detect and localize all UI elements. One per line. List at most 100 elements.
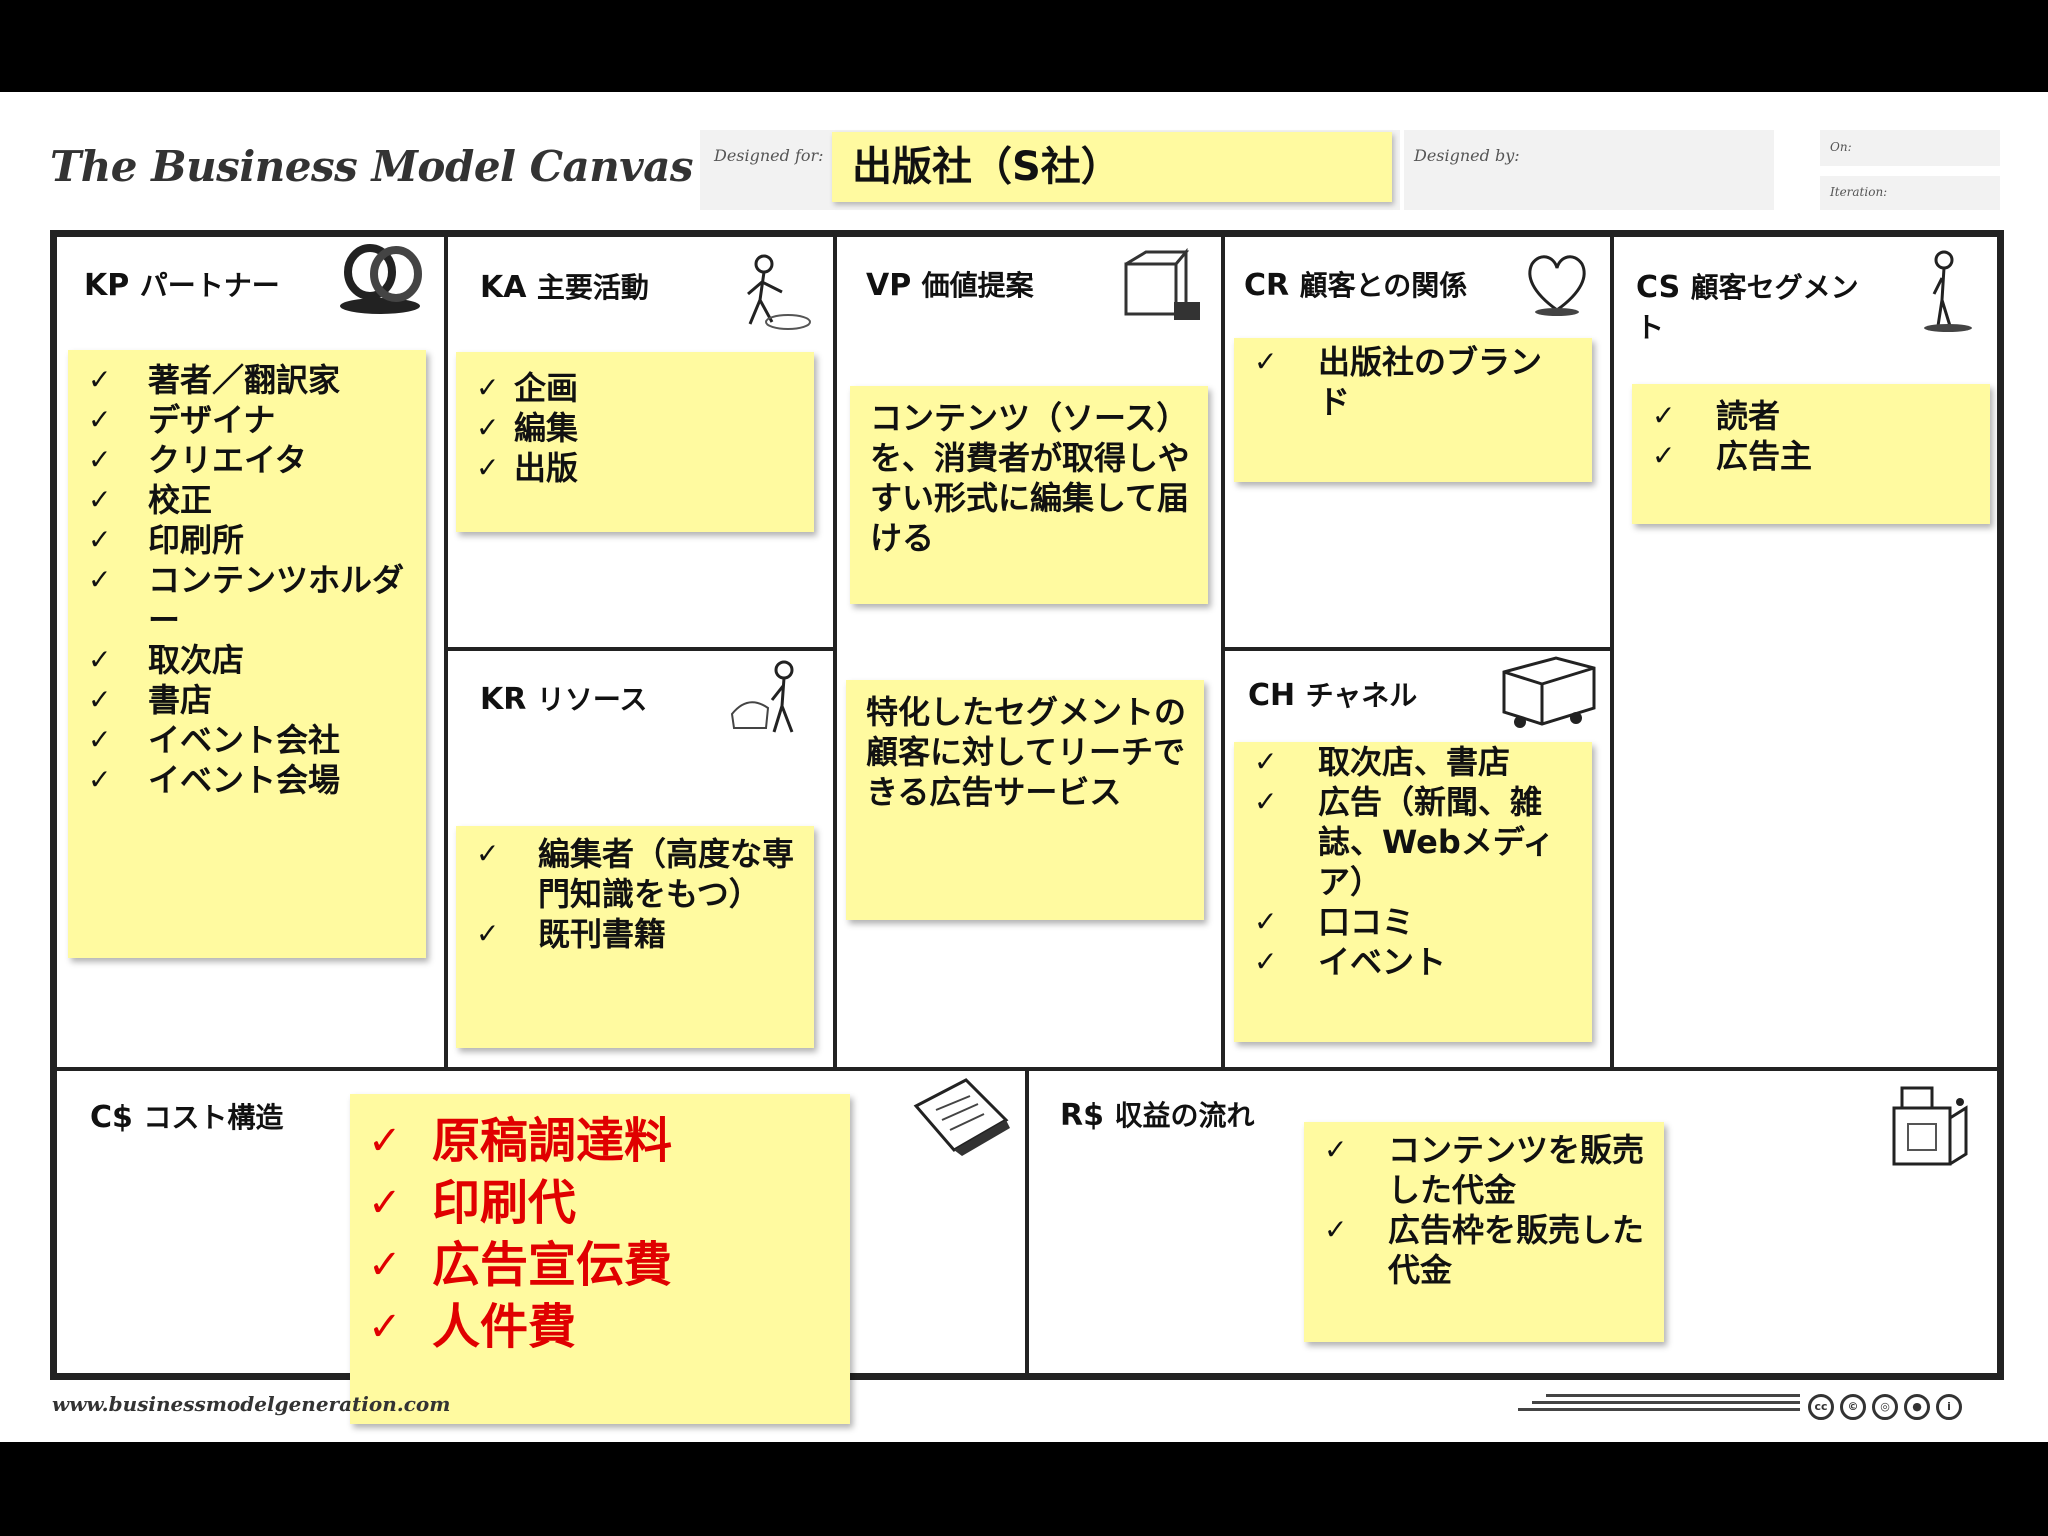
license-fineprint: [1518, 1394, 1800, 1415]
check-icon: ✓: [1324, 1133, 1348, 1166]
cs-title: CS 顧客セグメント: [1636, 268, 1876, 348]
check-icon: ✓: [88, 403, 112, 436]
check-icon: ✓: [1254, 945, 1278, 978]
kp-item: ✓印刷所: [88, 521, 245, 559]
check-icon: ✓: [368, 1118, 402, 1164]
ch-item: ✓イベント: [1254, 943, 1447, 981]
resource-worker-icon: [730, 660, 794, 733]
cash-register-icon: [1892, 1086, 1968, 1166]
check-icon: ✓: [1254, 905, 1278, 938]
gift-icon: [1124, 247, 1200, 320]
ka-list: ✓企画 ✓編集 ✓出版: [456, 368, 814, 488]
kr-title: KR リソース: [480, 678, 647, 718]
check-icon: ✓: [1652, 399, 1676, 432]
ka-item: ✓編集: [476, 409, 579, 447]
kr-note[interactable]: ✓編集者（高度な専門知識をもつ） ✓既刊書籍: [456, 826, 814, 1048]
ka-item: ✓出版: [476, 449, 579, 487]
heart-icon: [1528, 255, 1586, 316]
revenue-name: 収益の流れ: [1114, 1099, 1255, 1132]
check-icon: ✓: [1254, 345, 1278, 378]
cr-list: ✓出版社のブランド: [1234, 342, 1592, 422]
check-icon: ✓: [1254, 745, 1278, 778]
ch-item: ✓広告（新聞、雑誌、Webメディア）: [1254, 783, 1555, 901]
kr-list: ✓編集者（高度な専門知識をもつ） ✓既刊書籍: [456, 834, 814, 954]
cost-item: ✓人件費: [350, 1296, 850, 1358]
cr-item: ✓出版社のブランド: [1254, 343, 1543, 421]
cost-note[interactable]: ✓原稿調達料 ✓印刷代 ✓広告宣伝費 ✓人件費: [350, 1094, 850, 1424]
price-tag-icon: [913, 1078, 1010, 1156]
cr-note[interactable]: ✓出版社のブランド: [1234, 338, 1592, 482]
divider-vp-cr: [1221, 237, 1225, 1067]
vp-note-1-text: コンテンツ（ソース）を、消費者が取得しやすい形式に編集して届ける: [870, 399, 1190, 557]
vp-note-2[interactable]: 特化したセグメントの顧客に対してリーチできる広告サービス: [846, 680, 1204, 920]
date-box: [1820, 130, 2000, 166]
rings-icon: [340, 244, 422, 314]
ch-note[interactable]: ✓取次店、書店 ✓広告（新聞、雑誌、Webメディア） ✓口コミ ✓イベント: [1234, 742, 1592, 1042]
footer-url: www.businessmodelgeneration.com: [52, 1392, 451, 1416]
kr-code: KR: [480, 682, 527, 717]
ka-item: ✓企画: [476, 369, 579, 407]
kp-item: ✓書店: [88, 681, 213, 719]
kp-item: ✓イベント会場: [88, 761, 341, 799]
cs-item: ✓広告主: [1652, 437, 1813, 475]
license-icons: cc © ◎ ● i: [1808, 1394, 1962, 1420]
revenue-list: ✓コンテンツを販売した代金 ✓広告枠を販売した代金: [1304, 1130, 1664, 1290]
cs-name: 顧客セグメント: [1636, 271, 1859, 344]
cs-note[interactable]: ✓読者 ✓広告主: [1632, 384, 1990, 524]
check-icon: ✓: [88, 563, 112, 596]
divider-cost-revenue: [1025, 1069, 1029, 1373]
check-icon: ✓: [88, 643, 112, 676]
kp-item: ✓イベント会社: [88, 721, 341, 759]
noncommercial-icon: ●: [1904, 1394, 1930, 1420]
check-icon: ✓: [476, 837, 500, 870]
revenue-item: ✓コンテンツを販売した代金: [1324, 1131, 1645, 1209]
kp-note[interactable]: ✓著者／翻訳家 ✓デザイナ ✓クリエイタ ✓校正 ✓印刷所 ✓コンテンツホルダー…: [68, 350, 426, 958]
kp-title: KP パートナー: [84, 264, 280, 304]
vp-note-2-text: 特化したセグメントの顧客に対してリーチできる広告サービス: [866, 693, 1187, 811]
check-icon: ✓: [476, 917, 500, 950]
cost-item: ✓原稿調達料: [350, 1110, 850, 1172]
kp-item: ✓校正: [88, 481, 213, 519]
check-icon: ✓: [88, 683, 112, 716]
ch-list: ✓取次店、書店 ✓広告（新聞、雑誌、Webメディア） ✓口コミ ✓イベント: [1234, 742, 1592, 982]
check-icon: ✓: [476, 411, 500, 444]
check-icon: ✓: [368, 1304, 402, 1350]
kp-list: ✓著者／翻訳家 ✓デザイナ ✓クリエイタ ✓校正 ✓印刷所 ✓コンテンツホルダー…: [68, 360, 426, 800]
kr-item: ✓編集者（高度な専門知識をもつ）: [476, 835, 795, 913]
divider-ka-kr: [446, 647, 836, 651]
check-icon: ✓: [1652, 439, 1676, 472]
kp-item: ✓取次店: [88, 641, 245, 679]
check-icon: ✓: [88, 723, 112, 756]
kp-item: ✓デザイナ: [88, 401, 276, 439]
cr-title: CR 顧客との関係: [1244, 264, 1467, 304]
divider-ka-vp: [833, 237, 837, 1067]
divider-cr-ch: [1223, 647, 1613, 651]
check-icon: ✓: [88, 483, 112, 516]
revenue-item: ✓広告枠を販売した代金: [1324, 1211, 1645, 1289]
revenue-code: R$: [1060, 1098, 1104, 1133]
divider-kp-ka: [444, 237, 448, 1067]
cost-item: ✓広告宣伝費: [350, 1234, 850, 1296]
vp-note-1[interactable]: コンテンツ（ソース）を、消費者が取得しやすい形式に編集して届ける: [850, 386, 1208, 604]
date-label: On:: [1830, 140, 1852, 154]
check-icon: ✓: [368, 1242, 402, 1288]
ka-note[interactable]: ✓企画 ✓編集 ✓出版: [456, 352, 814, 532]
vp-title: VP 価値提案: [866, 264, 1034, 304]
worker-icon: [747, 254, 811, 330]
page-title: The Business Model Canvas: [50, 142, 694, 191]
revenue-note[interactable]: ✓コンテンツを販売した代金 ✓広告枠を販売した代金: [1304, 1122, 1664, 1342]
check-icon: ✓: [368, 1180, 402, 1226]
cs-item: ✓読者: [1652, 397, 1781, 435]
cs-code: CS: [1636, 270, 1681, 305]
vp-name: 価値提案: [921, 269, 1034, 302]
kp-code: KP: [84, 268, 130, 303]
cost-item: ✓印刷代: [350, 1172, 850, 1234]
canvas-page: The Business Model Canvas Designed for: …: [0, 92, 2048, 1442]
designed-for-value[interactable]: 出版社（S社）: [832, 132, 1392, 202]
check-icon: ✓: [476, 451, 500, 484]
ka-code: KA: [480, 270, 527, 305]
ka-title: KA 主要活動: [480, 266, 649, 306]
check-icon: ✓: [88, 763, 112, 796]
kp-item: ✓クリエイタ: [88, 441, 307, 479]
attribution-icon: i: [1936, 1394, 1962, 1420]
